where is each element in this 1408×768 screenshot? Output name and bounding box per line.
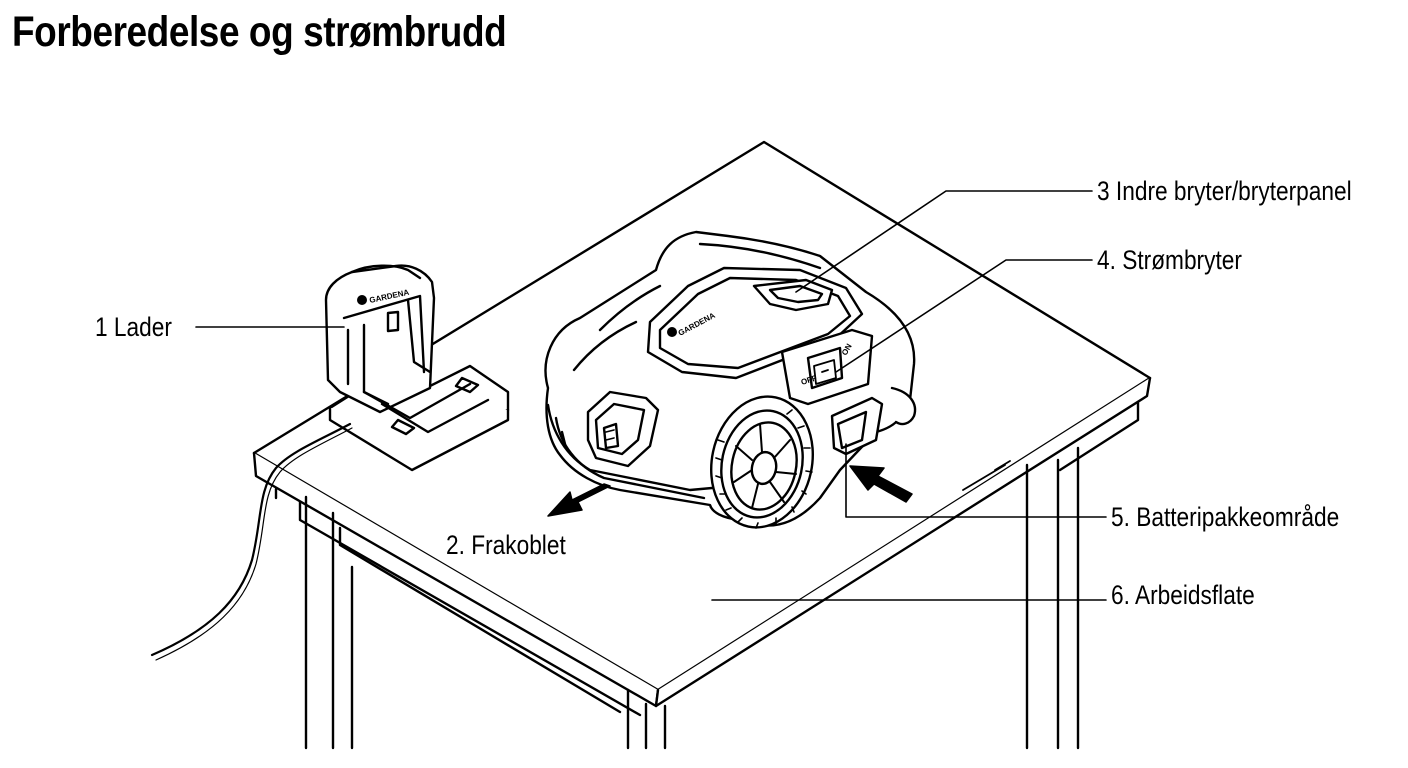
callout-disconnected: 2. Frakoblet	[446, 530, 566, 560]
charger-station: GARDENA	[150, 264, 510, 661]
page-title: Forberedelse og strømbrudd	[12, 8, 507, 56]
table-legs	[304, 446, 1080, 750]
callout-work-surface: 6. Arbeidsflate	[1111, 580, 1255, 610]
leader-battery	[845, 443, 1107, 518]
callout-charger: 1 Lader	[95, 312, 172, 342]
leader-power-switch	[835, 259, 1093, 373]
arrow-battery-insert	[849, 465, 913, 503]
callout-inner-switch-panel: 3 Indre bryter/bryterpanel	[1097, 176, 1352, 206]
charger-cable	[150, 422, 352, 657]
callout-battery-pack-area: 5. Batteripakkeområde	[1111, 502, 1340, 532]
callout-leaders	[195, 190, 1107, 601]
inner-switch-panel	[752, 278, 834, 312]
robotic-mower: GARDENA OFF ON	[544, 230, 917, 529]
leader-inner-switch	[795, 190, 1093, 293]
table-edge-right	[654, 376, 1152, 708]
callout-power-switch: 4. Strømbryter	[1097, 245, 1242, 275]
battery-cover	[830, 396, 884, 456]
mower-wheel	[710, 395, 814, 529]
arrow-disconnect	[547, 483, 611, 517]
